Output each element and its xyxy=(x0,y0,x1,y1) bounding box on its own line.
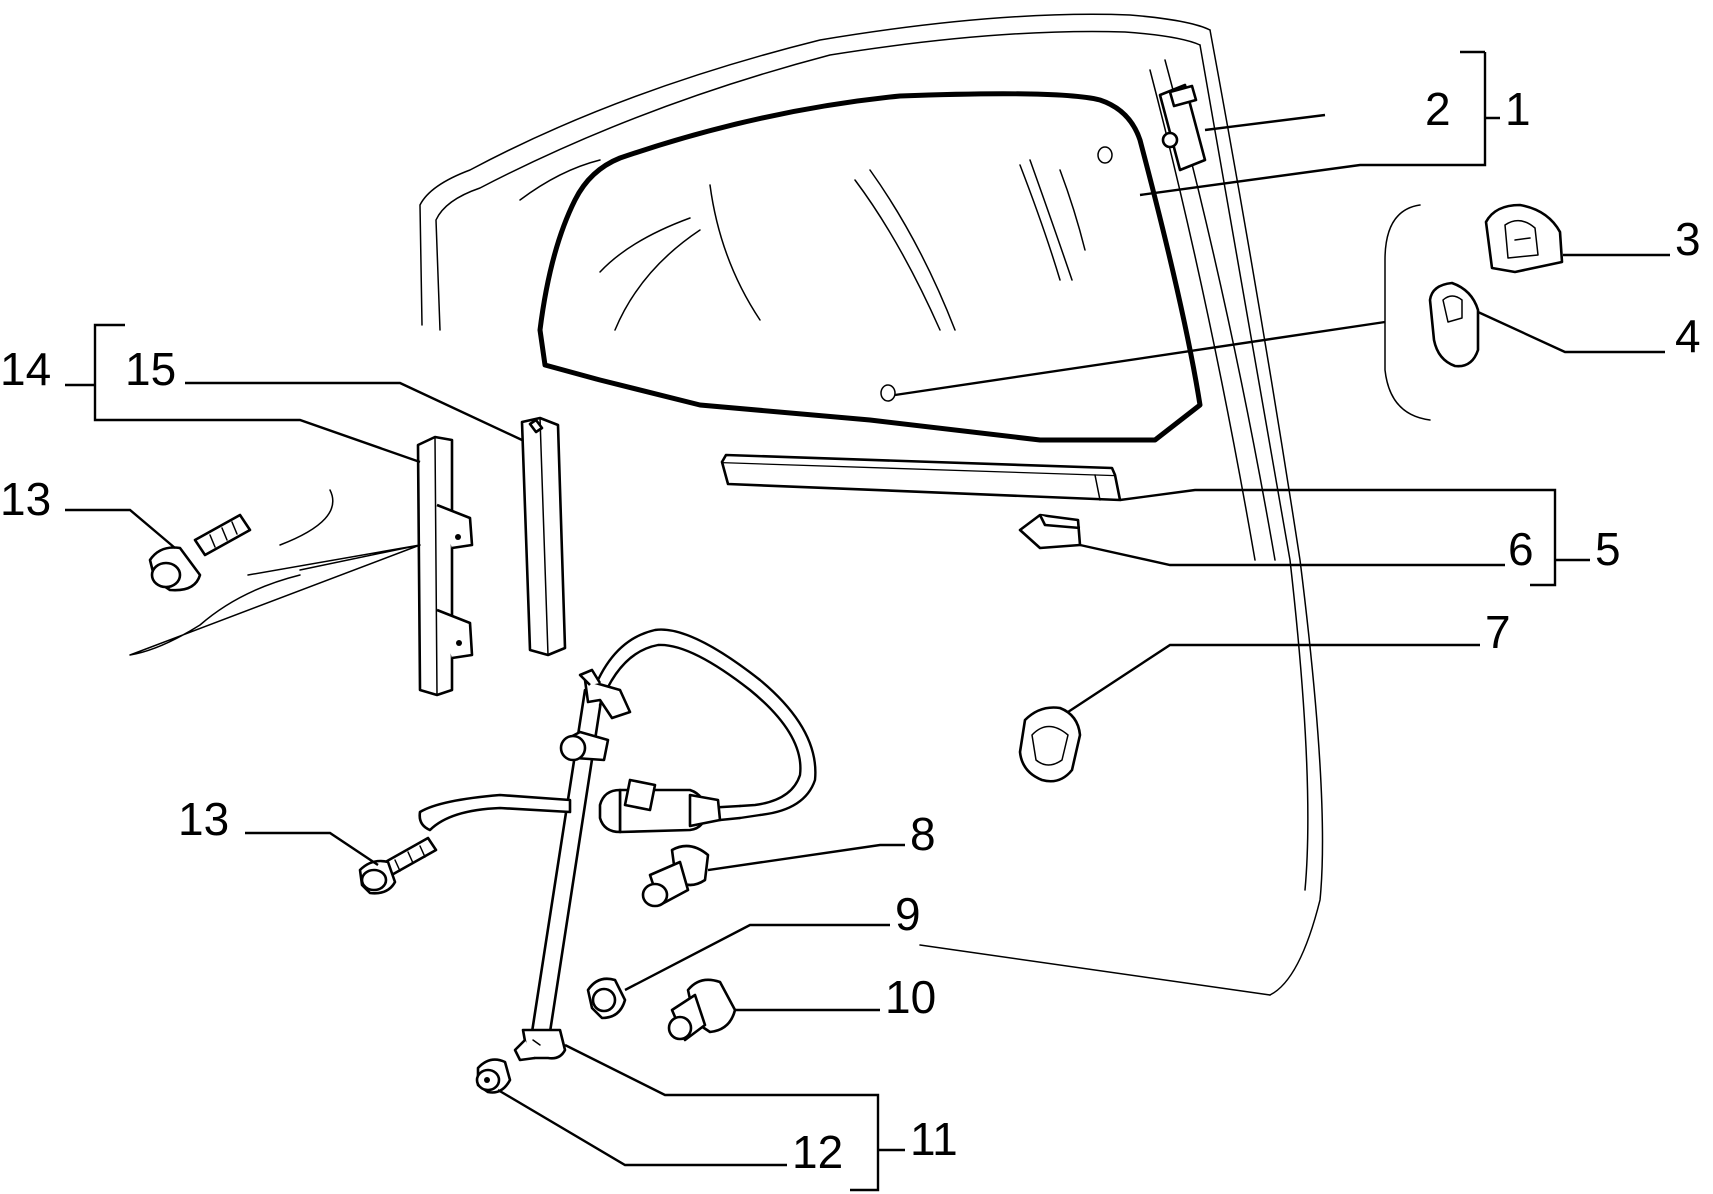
callout-9: 9 xyxy=(895,888,921,940)
callout-3: 3 xyxy=(1675,213,1701,265)
callout-10: 10 xyxy=(885,971,936,1023)
part-3-handle-housing xyxy=(1484,203,1564,274)
part-4-handle-cover xyxy=(1428,281,1480,368)
callout-1: 1 xyxy=(1505,83,1531,135)
callout-11: 11 xyxy=(910,1113,958,1165)
leader-lines xyxy=(65,50,1670,1192)
part-8-grommet xyxy=(641,844,710,908)
door-glass xyxy=(537,91,1203,443)
callout-12: 12 xyxy=(792,1126,843,1178)
part-15-rear-strip xyxy=(520,416,567,657)
callout-14: 14 xyxy=(0,343,51,395)
callout-15: 15 xyxy=(125,343,176,395)
part-10-bushing xyxy=(667,978,737,1042)
part-12-nut xyxy=(475,1058,512,1094)
part-5-channel xyxy=(720,453,1122,502)
callout-13-upper: 13 xyxy=(0,473,51,525)
part-6-clip xyxy=(1018,513,1082,550)
mount-hint-lines xyxy=(129,489,421,656)
part-13-bolt-upper xyxy=(148,513,252,592)
window-regulator xyxy=(418,628,817,1062)
part-7-clip xyxy=(1018,706,1082,783)
callout-2: 2 xyxy=(1425,83,1451,135)
callout-4: 4 xyxy=(1675,310,1701,362)
callout-5: 5 xyxy=(1595,523,1621,575)
part-14-rear-guide xyxy=(416,435,474,697)
part-2-guide xyxy=(1158,83,1207,172)
callout-8: 8 xyxy=(910,808,936,860)
callout-labels: 2 1 3 4 5 6 7 8 9 10 11 12 13 13 14 15 xyxy=(0,83,1701,1178)
callout-7: 7 xyxy=(1485,606,1511,658)
part-13-bolt-lower xyxy=(358,836,438,895)
callout-13-lower: 13 xyxy=(178,793,229,845)
part-9-nut xyxy=(586,977,627,1020)
callout-6: 6 xyxy=(1508,523,1534,575)
